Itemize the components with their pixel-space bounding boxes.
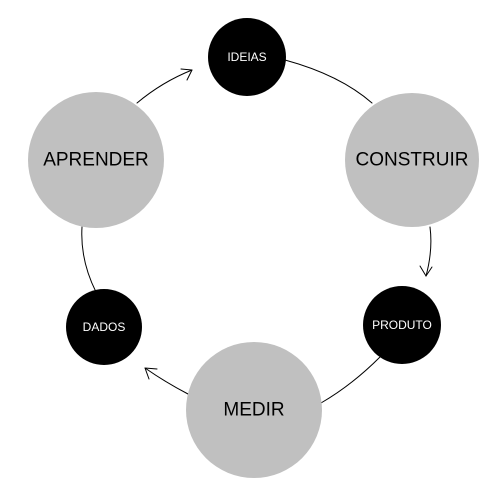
node-produto: PRODUTO [363,286,441,364]
node-produto-circle [363,286,441,364]
connector-dados-aprender [81,226,97,293]
arrowhead-to-produto-icon [419,265,433,277]
node-aprender: APRENDER [28,92,164,228]
connector-produto-medir [320,356,381,404]
node-medir-circle [186,342,322,478]
arrowheads [144,68,433,380]
node-medir-label: MEDIR [223,400,284,421]
node-ideias: IDEIAS [208,18,286,96]
cycle-connectors [81,59,432,404]
node-construir: CONSTRUIR [345,93,479,227]
node-dados-circle [66,289,142,365]
node-medir: MEDIR [186,342,322,478]
node-produto-label: PRODUTO [372,318,432,332]
arrowhead-to-dados-icon [144,367,158,380]
node-ideias-circle [208,18,286,96]
arrowhead-to-ideias-icon [180,68,193,81]
node-ideias-label: IDEIAS [227,50,266,64]
node-aprender-circle [28,92,164,228]
node-aprender-label: APRENDER [43,150,149,171]
node-construir-label: CONSTRUIR [356,150,469,171]
connector-aprender-ideias [136,69,193,104]
node-dados-label: DADOS [83,320,126,334]
connector-construir-produto [425,226,432,277]
connector-medir-dados [144,367,189,395]
node-construir-circle [345,93,479,227]
connector-ideias-construir [284,59,373,104]
node-dados: DADOS [66,289,142,365]
